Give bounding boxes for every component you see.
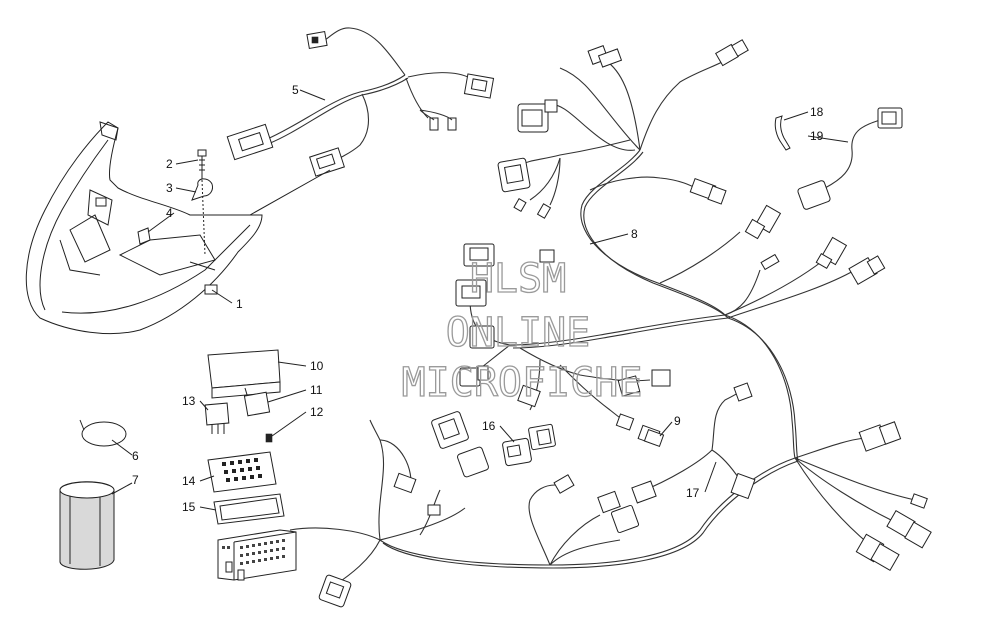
watermark-line-2: ONLINE	[446, 310, 591, 356]
callout-11: 11	[310, 383, 323, 397]
watermark: HLSM ONLINE MICROFICHE	[401, 255, 643, 406]
callout-4: 4	[166, 206, 173, 220]
snap-ring	[79, 419, 127, 447]
terminal-pair	[419, 109, 457, 131]
connector	[306, 30, 328, 50]
connector	[848, 255, 886, 285]
protective-sleeve	[59, 481, 115, 570]
connector	[463, 73, 495, 99]
relay	[243, 391, 271, 417]
connector	[469, 325, 495, 349]
mounting-clip	[137, 227, 151, 245]
callout-10: 10	[310, 359, 324, 373]
callout-6: 6	[132, 449, 139, 463]
connector	[855, 533, 900, 571]
callout-3: 3	[166, 181, 173, 195]
connector	[858, 421, 902, 452]
callout-18: 18	[810, 105, 824, 119]
terminal	[910, 493, 928, 509]
connector	[715, 39, 749, 67]
connector	[497, 157, 531, 193]
connector	[760, 253, 780, 271]
fuse	[265, 433, 273, 443]
headlight-harness	[226, 27, 495, 216]
connector	[587, 45, 623, 68]
callout-2: 2	[166, 157, 173, 171]
sub-harness	[631, 382, 756, 504]
callout-17: 17	[686, 486, 700, 500]
callout-16: 16	[482, 419, 496, 433]
connector	[553, 474, 575, 494]
leader-lines	[111, 89, 849, 511]
connector	[431, 411, 469, 449]
fuse-block-gasket	[213, 493, 285, 525]
callout-5: 5	[292, 83, 299, 97]
relay-small	[204, 402, 230, 434]
connector	[517, 99, 558, 133]
connector	[886, 510, 932, 549]
callout-7: 7	[132, 473, 139, 487]
bulb-socket	[643, 428, 665, 448]
fuse-box-cover	[207, 349, 281, 399]
connector	[528, 423, 556, 451]
fuse-block-seal	[207, 451, 277, 493]
callout-13: 13	[182, 394, 196, 408]
connector	[689, 178, 727, 205]
connector	[309, 147, 345, 177]
cable-tie	[774, 115, 791, 151]
connector	[617, 369, 671, 397]
connector	[457, 446, 489, 478]
connector	[463, 243, 495, 267]
connector	[459, 365, 489, 387]
connector	[226, 123, 274, 161]
connector	[455, 279, 487, 307]
connector	[393, 472, 417, 494]
callout-8: 8	[631, 227, 638, 241]
connector	[815, 236, 848, 270]
callout-labels: 1 2 3 4 5 6 7 8 9 10 11 12 13 14 15 16 1…	[132, 83, 824, 514]
connector	[597, 490, 640, 534]
connector	[318, 574, 352, 608]
relay-connector	[502, 437, 532, 467]
connector	[539, 249, 555, 263]
ground-harness	[797, 107, 903, 210]
callout-14: 14	[182, 474, 196, 488]
callout-19: 19	[810, 129, 824, 143]
terminal-pair	[513, 197, 552, 219]
connector	[517, 384, 541, 408]
watermark-line-3: MICROFICHE	[402, 360, 643, 406]
callout-1: 1	[236, 297, 243, 311]
headlight-housing	[25, 121, 263, 335]
connector	[744, 204, 782, 240]
fuse-block	[217, 529, 297, 581]
callout-15: 15	[182, 500, 196, 514]
connector	[615, 413, 635, 431]
watermark-line-1: HLSM	[470, 256, 566, 302]
bolt	[197, 149, 207, 180]
connector	[427, 504, 441, 516]
callout-12: 12	[310, 405, 324, 419]
callout-9: 9	[674, 414, 681, 428]
